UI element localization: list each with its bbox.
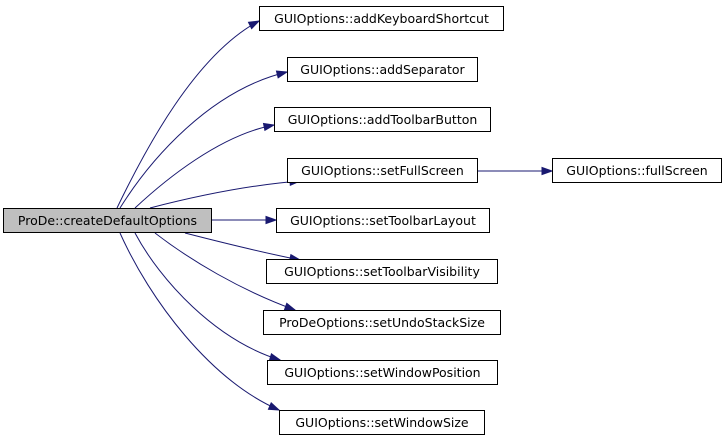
edge-to-set-full-screen: [149, 180, 301, 209]
callee-node-set-window-size[interactable]: GUIOptions::setWindowSize: [279, 410, 485, 435]
edge-to-full-screen-arrowhead: [541, 166, 554, 176]
callee-node-label: GUIOptions::setToolbarLayout: [290, 213, 476, 228]
callee-node-label: GUIOptions::setWindowPosition: [284, 365, 481, 380]
edge-to-set-window-position: [134, 232, 281, 361]
edge-to-set-toolbar-visibility: [184, 232, 301, 261]
root-node-label: ProDe::createDefaultOptions: [17, 213, 198, 228]
secondary-node-label: GUIOptions::fullScreen: [566, 163, 708, 178]
edge-to-add-toolbar-button-arrowhead: [262, 122, 276, 132]
callee-node-label: GUIOptions::setWindowSize: [295, 415, 469, 430]
callee-node-add-keyboard-shortcut[interactable]: GUIOptions::addKeyboardShortcut: [259, 6, 504, 31]
callee-node-set-toolbar-visibility[interactable]: GUIOptions::setToolbarVisibility: [266, 259, 498, 284]
edge-to-set-toolbar-layout-arrowhead: [265, 215, 278, 225]
callee-node-label: ProDeOptions::setUndoStackSize: [279, 315, 485, 330]
callee-node-add-toolbar-button[interactable]: GUIOptions::addToolbarButton: [274, 107, 491, 132]
callee-node-set-window-position[interactable]: GUIOptions::setWindowPosition: [267, 360, 498, 385]
callee-node-label: GUIOptions::addSeparator: [300, 62, 465, 77]
edge-to-add-keyboard-shortcut: [116, 20, 260, 209]
callee-node-label: GUIOptions::setFullScreen: [301, 163, 464, 178]
edge-to-set-window-size-arrowhead: [267, 401, 281, 411]
edge-to-add-separator-arrowhead: [275, 70, 289, 79]
edge-to-set-window-size: [119, 232, 280, 411]
callee-node-label: GUIOptions::setToolbarVisibility: [284, 264, 480, 279]
callee-node-set-toolbar-layout[interactable]: GUIOptions::setToolbarLayout: [276, 208, 490, 233]
callee-node-label: GUIOptions::addToolbarButton: [287, 112, 478, 127]
edge-to-set-undo-stack-size-arrowhead: [283, 302, 297, 311]
callee-node-set-full-screen[interactable]: GUIOptions::setFullScreen: [287, 158, 478, 183]
edge-to-add-toolbar-button: [134, 124, 275, 209]
callee-node-set-undo-stack-size[interactable]: ProDeOptions::setUndoStackSize: [263, 310, 501, 335]
edge-to-add-keyboard-shortcut-arrowhead: [247, 20, 261, 30]
edge-to-add-separator: [119, 71, 288, 209]
root-node[interactable]: ProDe::createDefaultOptions: [3, 208, 212, 233]
edge-to-set-undo-stack-size: [154, 232, 296, 311]
secondary-node-full-screen[interactable]: GUIOptions::fullScreen: [552, 158, 722, 183]
callee-node-add-separator[interactable]: GUIOptions::addSeparator: [287, 57, 478, 82]
callee-node-label: GUIOptions::addKeyboardShortcut: [274, 11, 489, 26]
